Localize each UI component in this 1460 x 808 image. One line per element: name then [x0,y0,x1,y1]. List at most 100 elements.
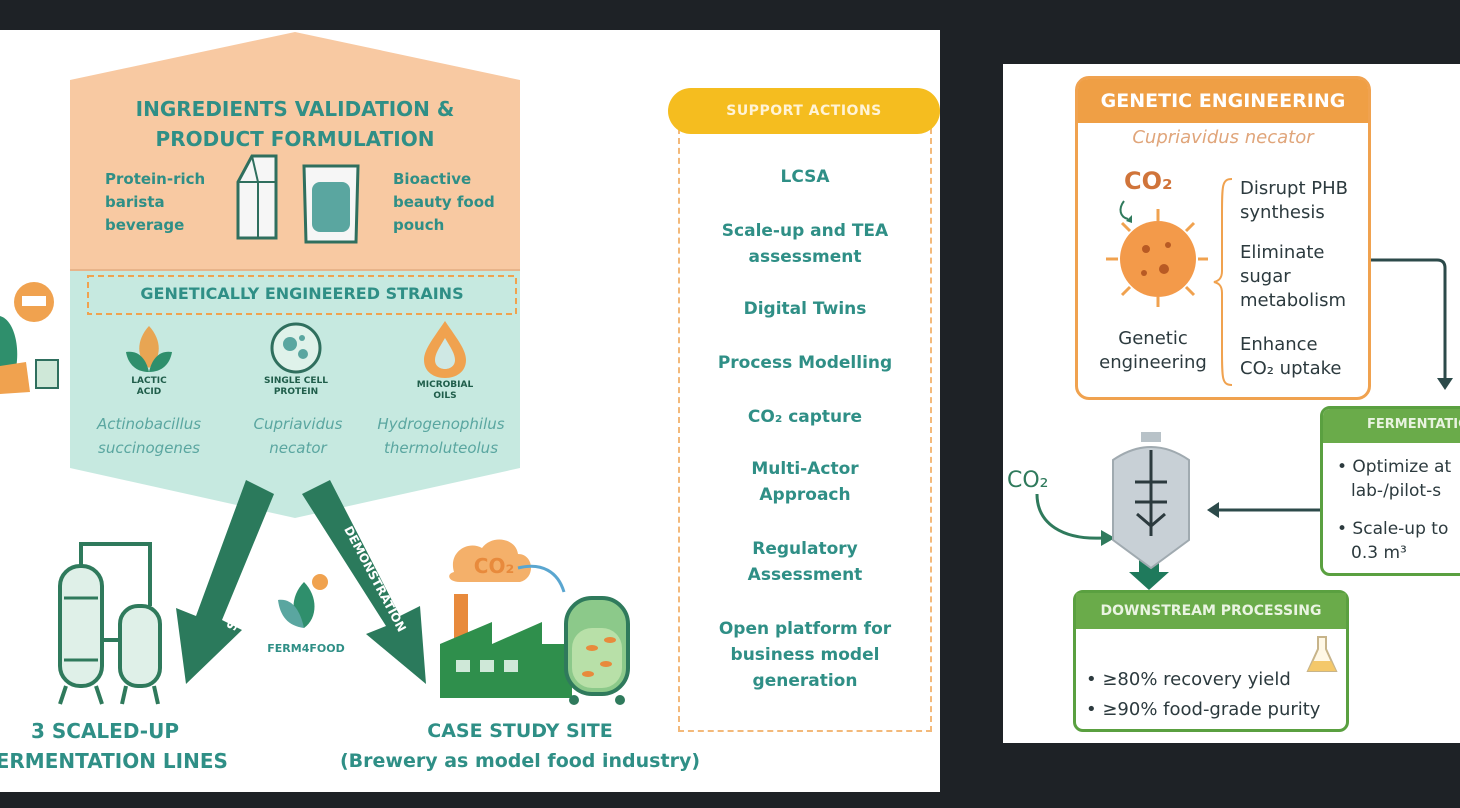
product-b-line: beauty food [393,193,495,211]
fermentation-title: FERMENTATIO [1323,409,1460,443]
scale-demo-arrows [176,480,426,684]
ds-item-purity: • ≥90% food-grade purity [1086,699,1321,720]
process-connector-arrows [1035,258,1453,590]
organism-line: Actinobacillus [96,415,202,433]
ge-item-enhance: Enhance CO₂ uptake [1240,333,1341,381]
genetic-engineering-subtitle: Cupriavidus necator [1132,127,1314,148]
ge-item-eliminate: Eliminate sugar metabolism [1240,241,1346,313]
support-line: business model [730,645,880,665]
microbial-oil-drop-icon [424,321,466,378]
icon-label-line: MICROBIAL [416,380,474,390]
support-line: Process Modelling [717,353,893,373]
caption-line: (Brewery as model food industry) [339,750,701,772]
fermentation-lines-illustration [58,542,162,705]
milk-carton-icon [236,154,278,240]
ge-line: CO₂ uptake [1240,358,1342,379]
support-actions-title: SUPPORT ACTIONS [668,88,940,134]
co2-label: CO₂ [1124,167,1173,195]
flask-icon [1306,636,1338,672]
ge-line: Eliminate [1240,242,1325,263]
icon-label-line: PROTEIN [273,387,319,397]
support-line: Scale-up and TEA [721,221,889,241]
ingredients-title-line1: INGREDIENTS VALIDATION & [135,97,455,121]
co2-cloud-label: CO₂ [473,554,515,578]
genetic-engineering-box: GENETIC ENGINEERING Cupriavidus necator … [1075,76,1371,400]
food-pouch-icon [302,164,360,244]
icon-label-line: ACID [136,387,162,397]
support-line: CO₂ capture [747,407,863,427]
support-line: Regulatory [752,539,858,559]
product-beverage-label: Protein-rich barista beverage [105,168,205,237]
lactic-acid-leaf-icon [126,326,172,372]
ge-item-disrupt: Disrupt PHB synthesis [1240,177,1348,225]
organism-line: thermoluteolus [383,439,499,457]
organism-cupriavidus: Cupriavidus necator [236,412,360,460]
genetic-engineering-caption: Genetic engineering [1078,327,1228,375]
organism-actinobacillus: Actinobacillus succinogenes [82,412,216,460]
organism-line: necator [269,439,327,457]
ge-line: Enhance [1240,334,1318,355]
organism-line: Cupriavidus [253,415,343,433]
product-b-line: pouch [393,216,445,234]
ingredients-title-line2: PRODUCT FORMULATION [155,127,435,151]
person-figure-icon [0,282,59,394]
ge-line: Disrupt PHB [1240,178,1348,199]
ferm4food-logo-text: FERM4FOOD [267,642,345,655]
support-item-multi-actor: Multi-Actor Approach [680,456,930,508]
microbial-oils-label: MICROBIAL OILS [406,380,484,402]
hexagon-background [70,32,520,518]
curly-brace-icon [1213,178,1233,386]
support-item-co2-capture: CO₂ capture [680,404,930,430]
support-item-open-platform: Open platform for business model generat… [680,616,930,694]
ferm-item-optimize: • Optimize at lab-/pilot-s [1337,455,1451,503]
ferm-item-scale-up: • Scale-up to 0.3 m³ [1337,517,1448,565]
scale-up-arrow [176,480,274,684]
ge-line: metabolism [1240,290,1347,311]
caption-line: engineering [1099,352,1207,373]
single-cell-protein-label: SINGLE CELL PROTEIN [256,376,336,398]
left-infographic-panel: INGREDIENTS VALIDATION & PRODUCT FORMULA… [0,30,940,792]
icon-label-line: LACTIC [131,376,167,386]
case-study-caption: CASE STUDY SITE (Brewery as model food i… [320,716,720,776]
support-item-process-modelling: Process Modelling [680,350,930,376]
product-b-line: Bioactive [393,170,472,188]
organism-line: Hydrogenophilus [377,415,505,433]
support-actions-box [678,128,932,732]
single-cell-protein-icon [270,322,322,374]
organism-line: succinogenes [98,439,200,457]
organism-hydrogenophilus: Hydrogenophilus thermoluteolus [366,412,516,460]
co2-input-label: CO₂ [1007,468,1049,493]
brewery-factory-illustration [440,539,630,705]
fermenter-tank-icon [1112,432,1190,570]
support-line: assessment [748,247,862,267]
ferm-line: • Optimize at [1337,457,1452,477]
genetic-engineering-title: GENETIC ENGINEERING [1078,79,1368,123]
support-line: Approach [759,485,851,505]
support-line: Open platform for [718,619,892,639]
product-pouch-label: Bioactive beauty food pouch [393,168,495,237]
fermentation-box: FERMENTATIO • Optimize at lab-/pilot-s •… [1320,406,1460,576]
ds-item-recovery: • ≥80% recovery yield [1086,669,1291,690]
ferm-line: lab-/pilot-s [1351,481,1442,501]
support-line: Digital Twins [743,299,867,319]
support-item-scale-up-tea: Scale-up and TEA assessment [680,218,930,270]
icon-label-line: SINGLE CELL [264,376,328,386]
support-line: Assessment [747,565,863,585]
ingredients-title: INGREDIENTS VALIDATION & PRODUCT FORMULA… [95,94,495,154]
support-item-lcsa: LCSA [680,164,930,190]
ferm-line: • Scale-up to [1337,519,1449,539]
strains-title: GENETICALLY ENGINEERED STRAINS [140,284,464,303]
lactic-acid-label: LACTIC ACID [110,376,188,398]
support-line: generation [752,671,858,691]
product-a-line: beverage [105,216,185,234]
product-a-line: Protein-rich [105,170,206,188]
support-item-digital-twins: Digital Twins [680,296,930,322]
caption-line: CASE STUDY SITE [427,720,613,742]
caption-line: FERMENTATION LINES [0,749,228,773]
product-a-line: barista [105,193,165,211]
icon-label-line: OILS [433,391,457,401]
downstream-processing-title: DOWNSTREAM PROCESSING [1076,593,1346,629]
ge-line: sugar [1240,266,1291,287]
support-line: LCSA [780,167,830,187]
demonstration-arrow [302,480,426,684]
